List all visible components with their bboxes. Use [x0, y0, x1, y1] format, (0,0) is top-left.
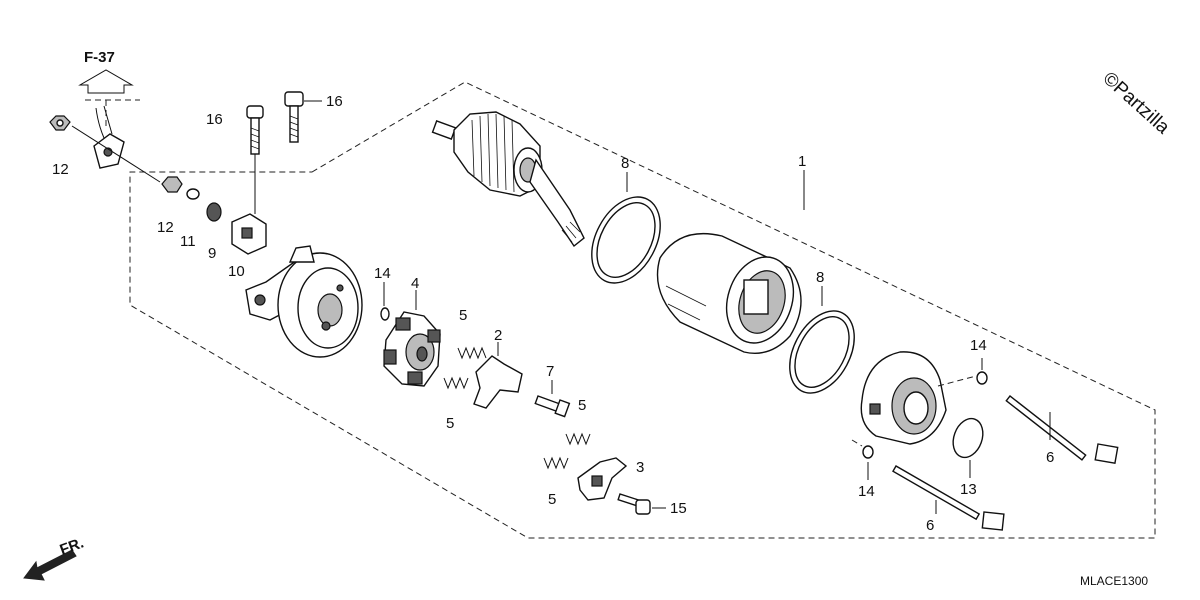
reference-arrow: F-37	[78, 49, 140, 130]
callout-13: 13	[960, 481, 977, 498]
brush-plate	[473, 342, 523, 409]
assembly-outline	[129, 81, 1156, 539]
o-ring-13	[952, 417, 984, 459]
brush-plate-lower	[577, 457, 628, 501]
through-bolts	[892, 395, 1119, 531]
callout-16b: 16	[326, 93, 343, 110]
leader-lines	[383, 170, 1051, 514]
o-ring-14-rear	[380, 307, 390, 321]
callout-12a: 12	[52, 161, 69, 178]
brush-holder	[383, 290, 441, 387]
brush-springs	[443, 346, 591, 470]
reference-label: F-37	[84, 49, 115, 66]
callout-1: 1	[798, 153, 806, 170]
callout-15: 15	[670, 500, 687, 517]
callout-14b: 14	[970, 337, 987, 354]
front-label: FR.	[58, 535, 87, 559]
callout-4: 4	[411, 275, 419, 292]
callout-5a: 5	[459, 307, 467, 324]
terminal-bolt	[534, 380, 571, 418]
callout-12b: 12	[157, 219, 174, 236]
callout-10: 10	[228, 263, 245, 280]
callout-14a: 14	[374, 265, 391, 282]
callout-5d: 5	[548, 491, 556, 508]
bolt-15	[617, 493, 666, 515]
o-ring-14-front	[976, 371, 988, 385]
callout-8b: 8	[816, 269, 824, 286]
front-cover	[860, 351, 947, 445]
callout-6b: 6	[926, 517, 934, 534]
drawing-code: MLACE1300	[1080, 574, 1148, 588]
terminal-cable-part	[49, 105, 161, 183]
callout-8a: 8	[621, 155, 629, 172]
o-ring-8-lower	[789, 286, 855, 394]
armature	[431, 111, 585, 248]
callout-5b: 5	[446, 415, 454, 432]
callout-14c: 14	[858, 483, 875, 500]
callout-6a: 6	[1046, 449, 1054, 466]
callout-2: 2	[494, 327, 502, 344]
bolts-16	[246, 91, 322, 214]
yoke	[656, 232, 802, 354]
callouts: 1 2 3 4 5 5 5 5 6 6 7 8 8 9 10 11 12 12 …	[52, 93, 1054, 534]
callout-3: 3	[636, 459, 644, 476]
rear-cover	[245, 245, 363, 358]
callout-5c: 5	[578, 397, 586, 414]
terminal-hardware	[161, 176, 267, 255]
callout-11: 11	[180, 233, 196, 250]
callout-16a: 16	[206, 111, 223, 128]
front-arrow-icon	[23, 549, 77, 581]
front-direction-arrow: FR.	[23, 535, 87, 581]
callout-9: 9	[208, 245, 216, 262]
callout-7: 7	[546, 363, 554, 380]
o-ring-8-upper	[591, 172, 661, 284]
o-ring-14-lower	[862, 445, 874, 459]
copyright-watermark: ©Partzilla	[1099, 68, 1174, 138]
